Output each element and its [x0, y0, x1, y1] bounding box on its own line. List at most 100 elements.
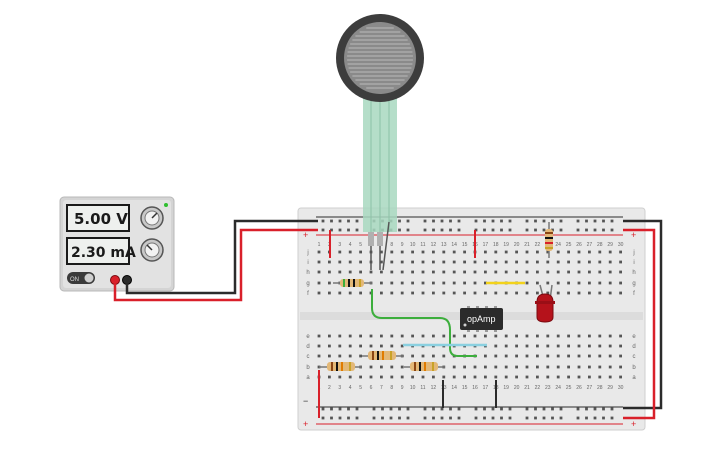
breadboard-hole[interactable]	[546, 250, 550, 254]
breadboard-hole[interactable]	[369, 334, 373, 338]
breadboard-hole[interactable]	[338, 219, 342, 223]
breadboard-hole[interactable]	[534, 228, 537, 232]
breadboard-hole[interactable]	[546, 281, 550, 285]
breadboard-hole[interactable]	[330, 219, 333, 223]
breadboard-hole[interactable]	[588, 250, 591, 254]
breadboard-hole[interactable]	[338, 416, 342, 420]
breadboard-hole[interactable]	[567, 270, 570, 274]
breadboard-hole[interactable]	[588, 270, 591, 274]
breadboard-hole[interactable]	[338, 334, 342, 338]
breadboard-hole[interactable]	[389, 416, 393, 420]
positive-terminal[interactable]	[110, 275, 120, 285]
breadboard-hole[interactable]	[400, 375, 404, 379]
breadboard-hole[interactable]	[317, 334, 321, 338]
breadboard-hole[interactable]	[567, 375, 570, 379]
breadboard-hole[interactable]	[567, 354, 570, 358]
breadboard-hole[interactable]	[432, 281, 435, 285]
breadboard-hole[interactable]	[585, 228, 588, 232]
breadboard-hole[interactable]	[442, 270, 446, 274]
breadboard-hole[interactable]	[484, 365, 487, 369]
breadboard-hole[interactable]	[588, 365, 591, 369]
breadboard-hole[interactable]	[328, 334, 331, 338]
breadboard-hole[interactable]	[556, 281, 560, 285]
breadboard-hole[interactable]	[515, 250, 518, 254]
breadboard-hole[interactable]	[473, 260, 477, 264]
breadboard-hole[interactable]	[317, 354, 321, 358]
breadboard-hole[interactable]	[567, 281, 570, 285]
breadboard-hole[interactable]	[421, 334, 425, 338]
breadboard-hole[interactable]	[515, 365, 518, 369]
breadboard-hole[interactable]	[347, 416, 350, 420]
breadboard-hole[interactable]	[515, 334, 518, 338]
breadboard-hole[interactable]	[551, 219, 554, 223]
breadboard-hole[interactable]	[348, 334, 352, 338]
breadboard-hole[interactable]	[491, 228, 495, 232]
breadboard-hole[interactable]	[442, 260, 446, 264]
breadboard-hole[interactable]	[330, 416, 333, 420]
breadboard-hole[interactable]	[328, 270, 331, 274]
breadboard-hole[interactable]	[359, 344, 362, 348]
breadboard-hole[interactable]	[440, 416, 444, 420]
breadboard-hole[interactable]	[406, 407, 410, 411]
breadboard-hole[interactable]	[525, 219, 529, 223]
breadboard-hole[interactable]	[390, 270, 394, 274]
breadboard-hole[interactable]	[440, 219, 444, 223]
breadboard-hole[interactable]	[504, 334, 508, 338]
breadboard-hole[interactable]	[390, 250, 394, 254]
breadboard-hole[interactable]	[359, 260, 362, 264]
breadboard-hole[interactable]	[317, 344, 321, 348]
breadboard-hole[interactable]	[588, 291, 591, 295]
power-supply[interactable]: 5.00 V 2.30 mA ON	[59, 196, 175, 292]
breadboard-hole[interactable]	[449, 407, 452, 411]
breadboard-hole[interactable]	[380, 334, 383, 338]
breadboard-hole[interactable]	[585, 219, 588, 223]
breadboard-hole[interactable]	[484, 270, 487, 274]
breadboard-hole[interactable]	[359, 270, 362, 274]
breadboard-hole[interactable]	[556, 291, 560, 295]
breadboard-hole[interactable]	[577, 334, 581, 338]
breadboard-hole[interactable]	[348, 354, 352, 358]
breadboard-hole[interactable]	[463, 334, 466, 338]
breadboard-hole[interactable]	[556, 365, 560, 369]
breadboard-hole[interactable]	[585, 416, 588, 420]
breadboard-hole[interactable]	[421, 260, 425, 264]
breadboard-hole[interactable]	[504, 375, 508, 379]
breadboard-hole[interactable]	[457, 219, 461, 223]
breadboard-hole[interactable]	[359, 291, 362, 295]
breadboard-hole[interactable]	[432, 354, 435, 358]
breadboard-hole[interactable]	[525, 228, 529, 232]
breadboard-hole[interactable]	[473, 281, 477, 285]
breadboard-hole[interactable]	[491, 407, 495, 411]
breadboard-hole[interactable]	[536, 344, 539, 348]
breadboard-hole[interactable]	[484, 281, 487, 285]
breadboard-hole[interactable]	[559, 407, 563, 411]
breadboard-hole[interactable]	[610, 228, 614, 232]
breadboard-hole[interactable]	[546, 270, 550, 274]
breadboard-hole[interactable]	[380, 260, 383, 264]
breadboard-hole[interactable]	[500, 416, 503, 420]
breadboard-hole[interactable]	[355, 219, 359, 223]
breadboard-hole[interactable]	[602, 228, 605, 232]
breadboard-hole[interactable]	[608, 334, 612, 338]
breadboard-hole[interactable]	[411, 281, 414, 285]
breadboard-hole[interactable]	[546, 344, 550, 348]
breadboard-hole[interactable]	[494, 291, 498, 295]
breadboard-hole[interactable]	[390, 365, 394, 369]
breadboard-hole[interactable]	[619, 365, 622, 369]
breadboard-hole[interactable]	[577, 270, 581, 274]
breadboard-hole[interactable]	[423, 416, 427, 420]
breadboard-hole[interactable]	[463, 260, 466, 264]
breadboard-hole[interactable]	[474, 416, 478, 420]
breadboard-hole[interactable]	[390, 375, 394, 379]
breadboard-hole[interactable]	[380, 375, 383, 379]
breadboard-hole[interactable]	[348, 250, 352, 254]
breadboard-hole[interactable]	[411, 334, 414, 338]
breadboard-hole[interactable]	[452, 334, 456, 338]
breadboard-hole[interactable]	[515, 260, 518, 264]
breadboard-hole[interactable]	[473, 291, 477, 295]
breadboard-hole[interactable]	[576, 228, 580, 232]
breadboard-hole[interactable]	[504, 250, 508, 254]
breadboard-hole[interactable]	[602, 416, 605, 420]
breadboard-hole[interactable]	[328, 375, 331, 379]
breadboard-hole[interactable]	[389, 407, 393, 411]
